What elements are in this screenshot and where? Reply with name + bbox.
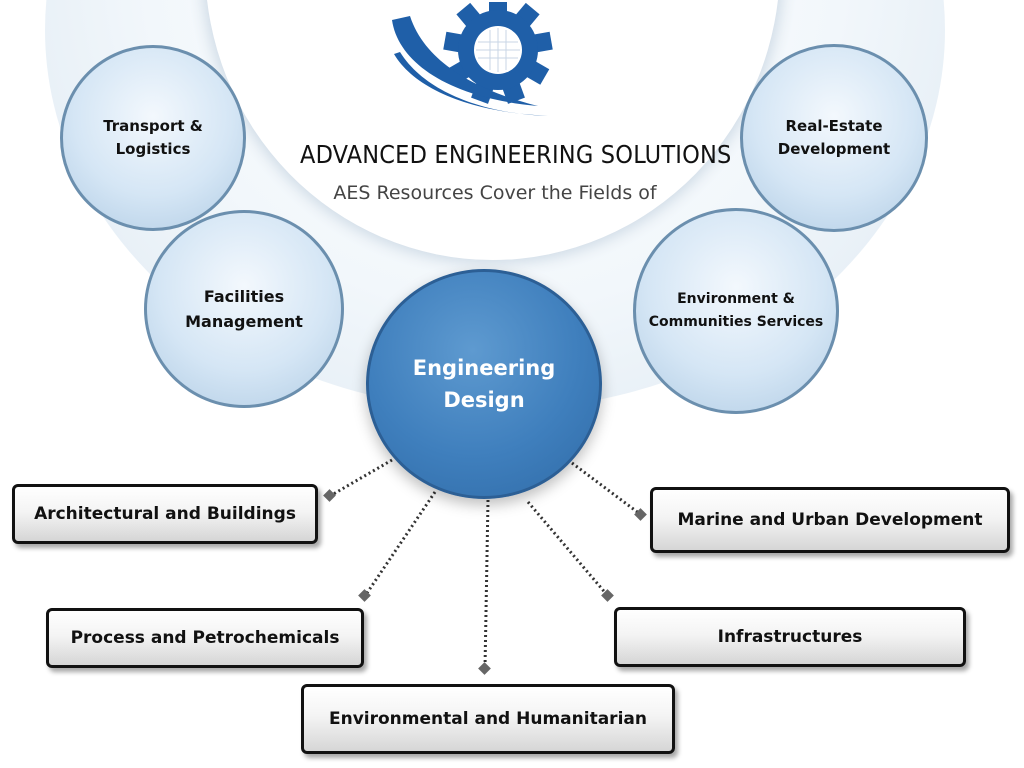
connector-architectural (329, 458, 393, 498)
branch-box-infrastructures: Infrastructures (614, 607, 966, 667)
field-line: Transport & (103, 117, 203, 135)
company-title: ADVANCED ENGINEERING SOLUTIONS (300, 140, 732, 169)
field-line: Development (777, 140, 891, 158)
branch-box-environmental: Environmental and Humanitarian (301, 684, 675, 754)
field-line: Facilities (203, 287, 285, 306)
center-line: Engineering (412, 356, 556, 380)
connector-end-process (358, 589, 371, 602)
field-line: Logistics (115, 140, 191, 158)
field-bubble-transport: Transport & Logistics (60, 45, 246, 231)
field-bubble-environment: Environment & Communities Services (633, 208, 839, 414)
connector-marine (571, 461, 641, 516)
subtitle-text: AES Resources Cover the Fields of (333, 182, 657, 204)
gear-logo-icon (392, 2, 553, 116)
field-line: Environment & (677, 291, 795, 307)
connector-end-architectural (323, 489, 336, 502)
field-line: Communities Services (648, 314, 824, 330)
branch-box-process: Process and Petrochemicals (46, 608, 364, 668)
connector-end-environmental (478, 662, 491, 675)
connector-infrastructures (526, 501, 610, 597)
connector-process (363, 491, 437, 597)
center-line: Design (443, 388, 525, 412)
field-line: Real-Estate (785, 117, 883, 135)
connector-end-marine (634, 508, 647, 521)
branch-box-marine: Marine and Urban Development (650, 487, 1010, 553)
field-line: Management (185, 312, 303, 331)
branch-box-architectural: Architectural and Buildings (12, 484, 318, 544)
connector-environmental (483, 499, 490, 669)
